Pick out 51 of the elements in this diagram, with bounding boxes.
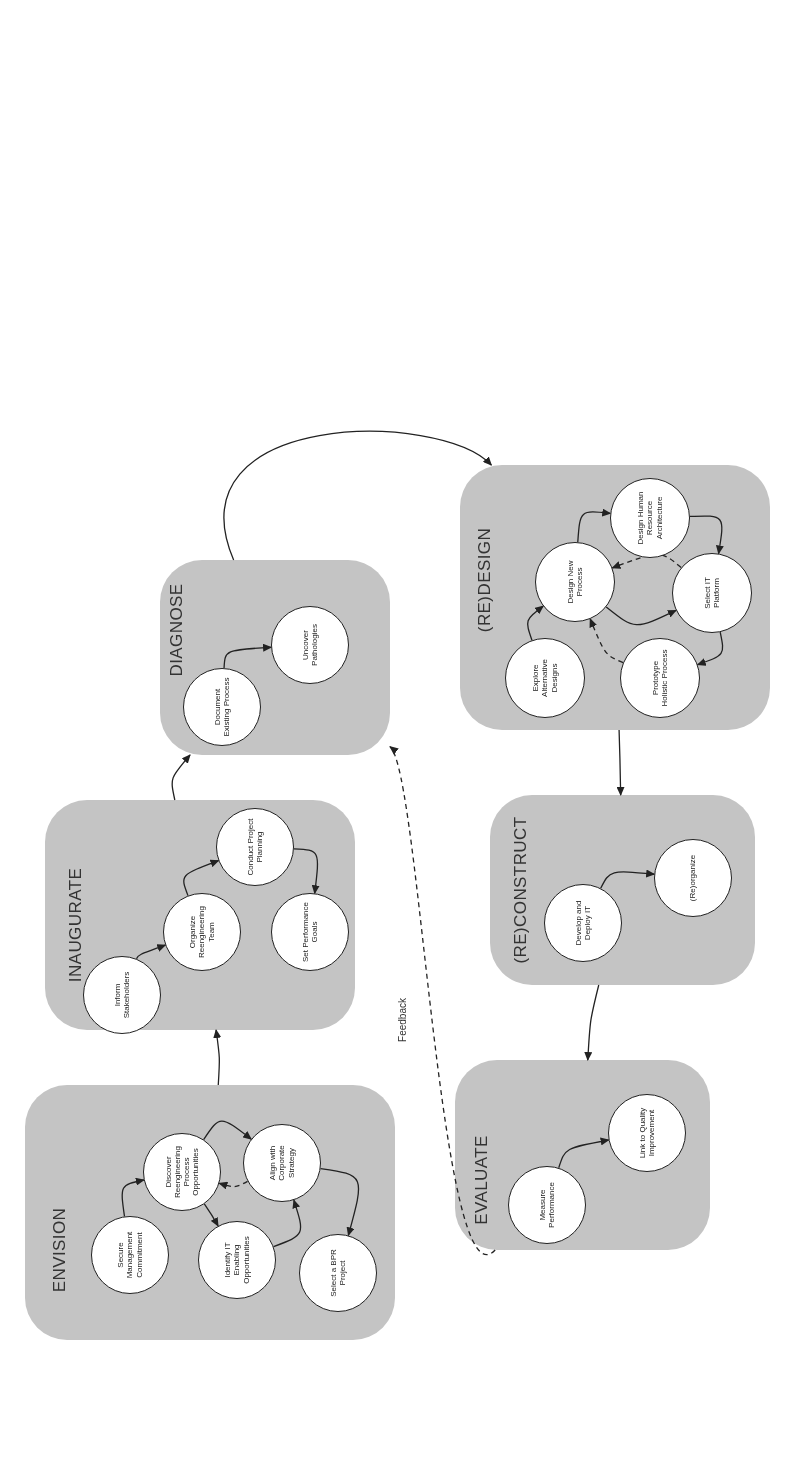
activity-text: (Re)organize <box>688 853 698 904</box>
dashed-arrow <box>389 745 496 1254</box>
arrow <box>696 631 724 666</box>
activity-text: Design New Process <box>565 559 585 606</box>
arrow <box>213 1029 222 1086</box>
activity-text: Inform Stakeholders <box>112 970 132 1021</box>
stage-title: INAUGURATE <box>65 867 86 983</box>
activity-text: Document Existing Process <box>212 676 232 738</box>
arrow <box>183 859 220 897</box>
activity-text: Set Performance Goals <box>300 901 320 963</box>
stage-panel <box>25 1085 395 1340</box>
stage-panel <box>455 1060 710 1250</box>
activity-text: Select IT Platform <box>702 576 722 611</box>
dashed-arrow <box>589 618 624 664</box>
arrow <box>584 984 600 1061</box>
arrow <box>171 754 191 801</box>
activity-text: Measure Performance <box>537 1181 557 1230</box>
stage-panel <box>460 465 770 730</box>
arrow <box>577 508 612 543</box>
arrow <box>223 431 493 561</box>
arrow <box>527 605 544 641</box>
arrow <box>203 1203 219 1227</box>
arrow <box>293 848 320 895</box>
arrow <box>203 1120 252 1141</box>
stage-panel <box>160 560 390 755</box>
activity-text: Align with Corporate Strategy <box>268 1144 296 1183</box>
activity-text: Uncover Pathologies <box>300 623 320 668</box>
stage-title: DIAGNOSE <box>166 583 187 677</box>
arrow <box>689 515 724 555</box>
stage-title: (RE)DESIGN <box>474 527 495 633</box>
stage-title: (RE)CONSTRUCT <box>510 816 531 964</box>
arrow <box>223 643 273 669</box>
arrow <box>600 869 656 889</box>
activity-text: Conduct Project Planning <box>245 817 265 878</box>
arrow <box>616 729 625 796</box>
activity-text: Develop and Deploy IT <box>573 899 593 948</box>
activity-text: Explore Alternative Designs <box>531 658 559 699</box>
activity-text: Secure Management Commitment <box>116 1230 144 1281</box>
arrow <box>135 944 167 960</box>
activity-text: Discover Reengineering Process Opportunities <box>163 1145 201 1201</box>
activity-text: Prototype Holistic Process <box>650 648 670 709</box>
activity-text: Link to Quality Improvement <box>637 1106 657 1161</box>
arrow <box>121 1177 145 1218</box>
activity-text: Design Human Resource Architecture <box>636 490 664 547</box>
activity-text: Select a BPR Project <box>328 1248 348 1299</box>
stage-title: ENVISION <box>49 1207 70 1293</box>
arrow <box>605 606 677 626</box>
activity-text: Identify IT Enabling Opportunities <box>223 1235 251 1286</box>
stage-title: EVALUATE <box>471 1135 492 1225</box>
stage-panel <box>490 795 755 985</box>
activity-text: Organize Reengineering Team <box>188 905 216 961</box>
